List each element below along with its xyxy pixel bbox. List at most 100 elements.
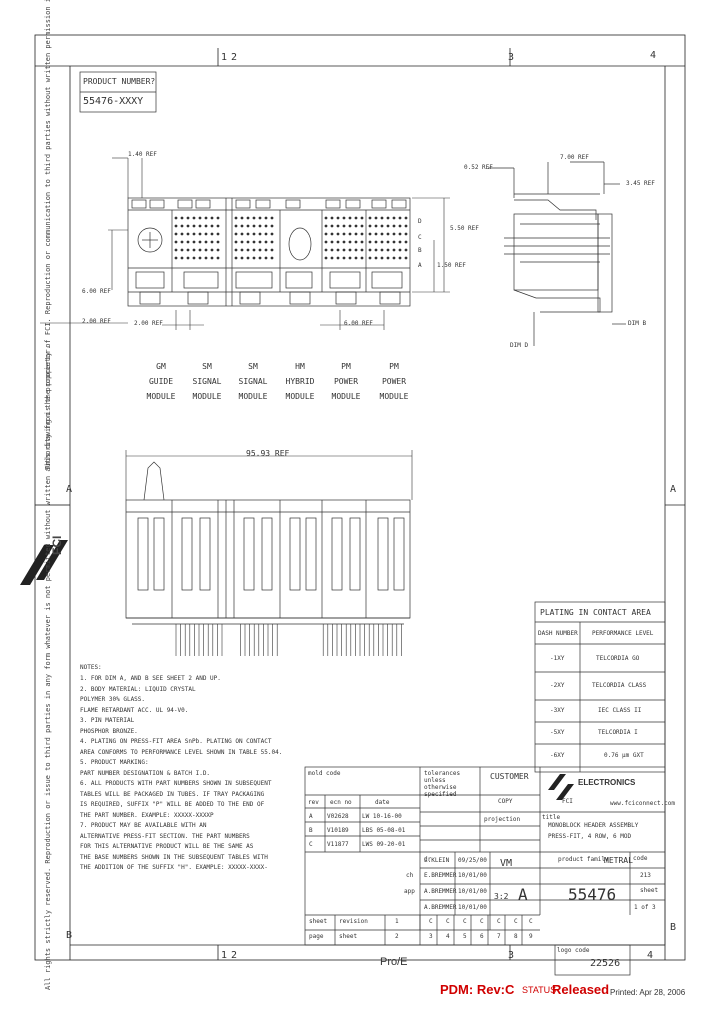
module-name: HYBRID <box>285 377 315 386</box>
pin-dot <box>386 248 390 252</box>
pin-dot <box>386 224 390 228</box>
pin-dot <box>336 256 340 260</box>
zone-col-label: 1 <box>221 950 228 961</box>
pin-dot <box>360 232 364 236</box>
pin-dot <box>240 232 244 236</box>
pin-dot <box>264 240 268 244</box>
pin-dot <box>398 256 402 260</box>
copy-label: COPY <box>498 798 513 805</box>
code-value: 213 <box>640 872 651 879</box>
note-line: 6. ALL PRODUCTS WITH PART NUMBERS SHOWN … <box>80 780 272 787</box>
dim-label: 95.93 REF <box>246 449 290 458</box>
note-line: PART NUMBER DESIGNATION & BATCH I.D. <box>80 769 211 777</box>
plating-cell: 0.76 µm GXT <box>604 752 644 759</box>
pin-dot <box>354 232 358 236</box>
note-line: POLYMER 30% GLASS. <box>80 696 146 703</box>
module-name: SIGNAL <box>192 377 222 386</box>
approval-name: L.KLEIN <box>424 857 450 864</box>
plating-cell: -5XY <box>550 729 565 736</box>
pin-dot <box>380 240 384 244</box>
rev-cell: C <box>309 841 313 848</box>
module-name: MODULE <box>192 392 222 401</box>
approval-date: 09/25/00 <box>458 857 487 864</box>
title-block-cell: 9 <box>529 933 533 940</box>
pin-dot <box>180 216 184 220</box>
pin-dot <box>354 216 358 220</box>
pin-dot <box>192 240 196 244</box>
zone-col-label: 1 <box>221 52 228 63</box>
pin-dot <box>246 240 250 244</box>
contact-slot <box>289 517 301 591</box>
pin-dot <box>368 248 372 252</box>
pin-dot <box>324 256 328 260</box>
logo-code-value: 22526 <box>590 958 621 969</box>
module-code: PM <box>341 362 351 371</box>
pin-dot <box>330 240 334 244</box>
pin-dot <box>198 256 202 260</box>
pin-dot <box>258 256 262 260</box>
pin-dot <box>174 256 178 260</box>
title-block-cell: 4 <box>446 933 450 940</box>
fci-logo-large <box>20 540 68 585</box>
pin-dot <box>198 224 202 228</box>
drawing-title-l1: MONOBLOCK HEADER ASSEMBLY <box>548 822 639 829</box>
pin-dot <box>336 240 340 244</box>
note-line: THE ADDITION OF THE SUFFIX "H". EXAMPLE:… <box>80 864 268 871</box>
note-line: PHOSPHOR BRONZE. <box>80 727 138 735</box>
pin-dot <box>246 224 250 228</box>
pin-dot <box>174 232 178 236</box>
pin-dot <box>324 240 328 244</box>
pin-dot <box>270 256 274 260</box>
contact-slot <box>331 517 343 591</box>
pin-dot <box>392 240 396 244</box>
pin-dot <box>192 224 196 228</box>
rev-cell: V02628 <box>327 813 349 820</box>
module-code: SM <box>202 362 212 371</box>
pin-dot <box>380 248 384 252</box>
zone-row-label: B <box>670 922 677 933</box>
pin-dot <box>216 232 220 236</box>
pin-dot <box>234 232 238 236</box>
title-block-cell: 7 <box>497 933 501 940</box>
plating-header: DASH NUMBER <box>538 630 578 637</box>
zone-col-label: 3 <box>508 52 515 63</box>
pin-dot <box>348 248 352 252</box>
pin-dot <box>240 224 244 228</box>
note-line: 7. PRODUCT MAY BE AVAILABLE WITH AN <box>80 822 207 829</box>
pin-dot <box>198 216 202 220</box>
pin-dot <box>180 256 184 260</box>
pin-dot <box>392 248 396 252</box>
front-view <box>127 197 411 307</box>
rev-cell: V11877 <box>327 841 349 848</box>
note-line: THE PART NUMBER. EXAMPLE: XXXXX-XXXXP <box>80 811 214 819</box>
title-block-cell: 1 <box>395 918 399 925</box>
note-line: FOR THIS ALTERNATIVE PRODUCT WILL BE THE… <box>80 843 254 850</box>
pin-dot <box>186 256 190 260</box>
pin-dot <box>398 216 402 220</box>
dim-label: DIM D <box>510 342 529 349</box>
pin-dot <box>240 240 244 244</box>
note-line: 2. BODY MATERIAL: LIQUID CRYSTAL <box>80 685 196 693</box>
title-block-cell: 3 <box>429 933 433 940</box>
pin-dot <box>270 224 274 228</box>
rev-cell: LBS 05-08-01 <box>362 827 406 834</box>
pin-dot <box>336 216 340 220</box>
size-value: A <box>518 885 528 904</box>
module-name: POWER <box>381 377 407 386</box>
note-line: AREA CONFORMS TO PERFORMANCE LEVEL SHOWN… <box>80 748 283 756</box>
module-name: MODULE <box>331 392 361 401</box>
pin-dot <box>234 256 238 260</box>
note-line: IS REQUIRED, SUFFIX "P" WILL BE ADDED TO… <box>80 801 265 808</box>
pin-dot <box>398 232 402 236</box>
pin-dot <box>342 240 346 244</box>
title-block-cell: page <box>309 933 324 940</box>
pin-dot <box>368 216 372 220</box>
dim-label: 2.00 REF <box>82 318 111 325</box>
dim-label: 1.40 REF <box>128 151 157 158</box>
status-label: STATUS <box>522 985 557 995</box>
pin-dot <box>186 224 190 228</box>
pin-dot <box>234 248 238 252</box>
pin-dot <box>392 216 396 220</box>
notes-title: NOTES: <box>80 664 102 671</box>
note-line: FLAME RETARDANT ACC. UL 94-V0. <box>80 706 189 714</box>
